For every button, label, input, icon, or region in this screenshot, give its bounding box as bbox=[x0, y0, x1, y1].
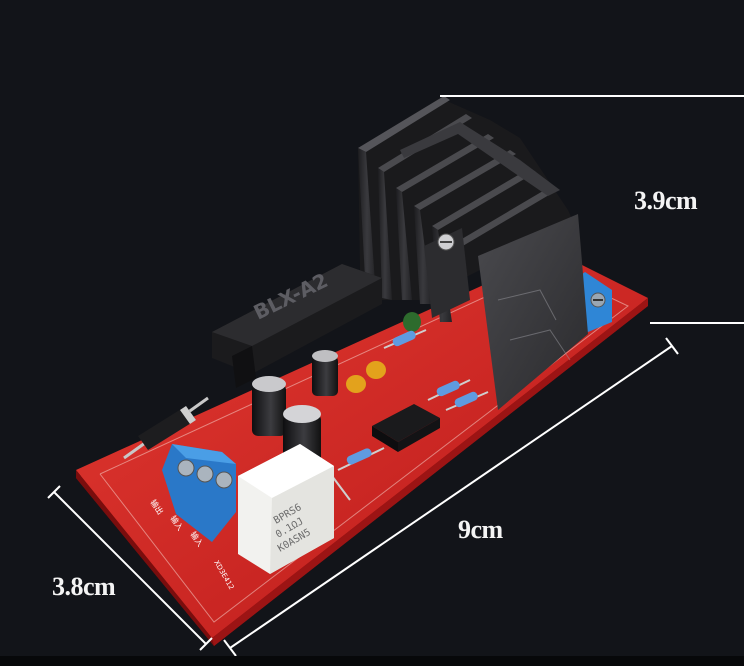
input-terminal-block bbox=[162, 444, 236, 542]
resistors bbox=[325, 329, 489, 501]
height-label: 3.9cm bbox=[634, 186, 698, 215]
bottom-edge bbox=[0, 656, 744, 666]
width-label: 3.8cm bbox=[52, 572, 116, 601]
length-label: 9cm bbox=[458, 515, 503, 544]
fuse-holder: BLX-A2 bbox=[212, 264, 382, 388]
diode bbox=[123, 396, 209, 460]
terminal-screw-2 bbox=[196, 465, 214, 483]
length-dimension-line bbox=[223, 337, 679, 657]
heatsink bbox=[358, 96, 588, 410]
ceramic-capacitors bbox=[346, 312, 421, 393]
terminal-screw-1 bbox=[177, 459, 195, 477]
height-dimension-lines bbox=[440, 95, 744, 324]
cement-resistor: BPRS6 0.1ΩJ K0ASN5 bbox=[238, 444, 334, 574]
width-dimension-line bbox=[47, 485, 213, 651]
ic-chip bbox=[372, 404, 440, 452]
terminal-screw-3 bbox=[215, 471, 233, 489]
